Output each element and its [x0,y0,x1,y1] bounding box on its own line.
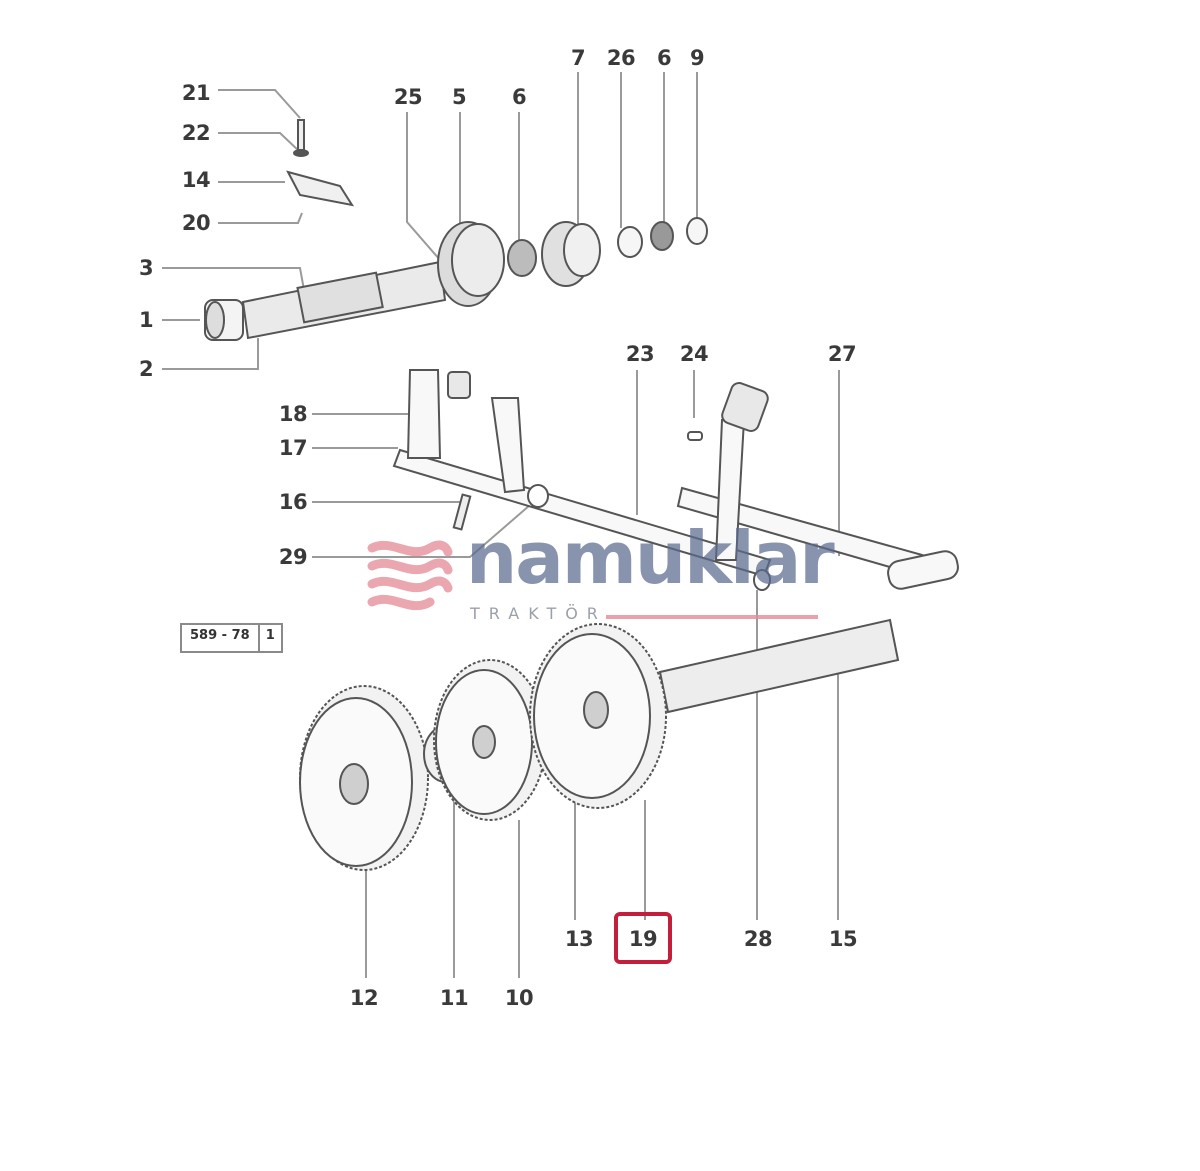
part-label[interactable]: 7 [570,46,586,70]
part-label[interactable]: 20 [181,211,211,235]
reference-box: 589 - 78 1 [180,623,283,653]
part-label[interactable]: 29 [278,545,308,569]
part-label[interactable]: 6 [511,85,527,109]
part-label[interactable]: 5 [451,85,467,109]
part-label[interactable]: 14 [181,168,211,192]
part-label[interactable]: 25 [393,85,423,109]
part-label[interactable]: 23 [625,342,655,366]
part-label[interactable]: 27 [827,342,857,366]
part-label[interactable]: 21 [181,81,211,105]
watermark-underline [606,615,818,619]
part-label[interactable]: 16 [278,490,308,514]
part-label[interactable]: 24 [679,342,709,366]
part-label[interactable]: 11 [439,986,469,1010]
part-label[interactable]: 22 [181,121,211,145]
part-label[interactable]: 2 [138,357,154,381]
reference-code: 589 - 78 [182,625,260,651]
part-label[interactable]: 26 [606,46,636,70]
reference-sheet: 1 [265,628,275,643]
part-label[interactable]: 9 [689,46,705,70]
part-label[interactable]: 6 [656,46,672,70]
highlight-box-part-19 [614,912,672,964]
watermark-brand: namuklar [466,516,835,600]
part-label[interactable]: 28 [743,927,773,951]
part-label[interactable]: 13 [564,927,594,951]
watermark-subtitle: TRAKTÖR [470,604,607,623]
part-label[interactable]: 15 [828,927,858,951]
part-label[interactable]: 19 [628,927,658,951]
part-label[interactable]: 17 [278,436,308,460]
part-label[interactable]: 10 [504,986,534,1010]
part-label[interactable]: 3 [138,256,154,280]
part-label[interactable]: 18 [278,402,308,426]
part-label[interactable]: 1 [138,308,154,332]
part-label[interactable]: 12 [349,986,379,1010]
